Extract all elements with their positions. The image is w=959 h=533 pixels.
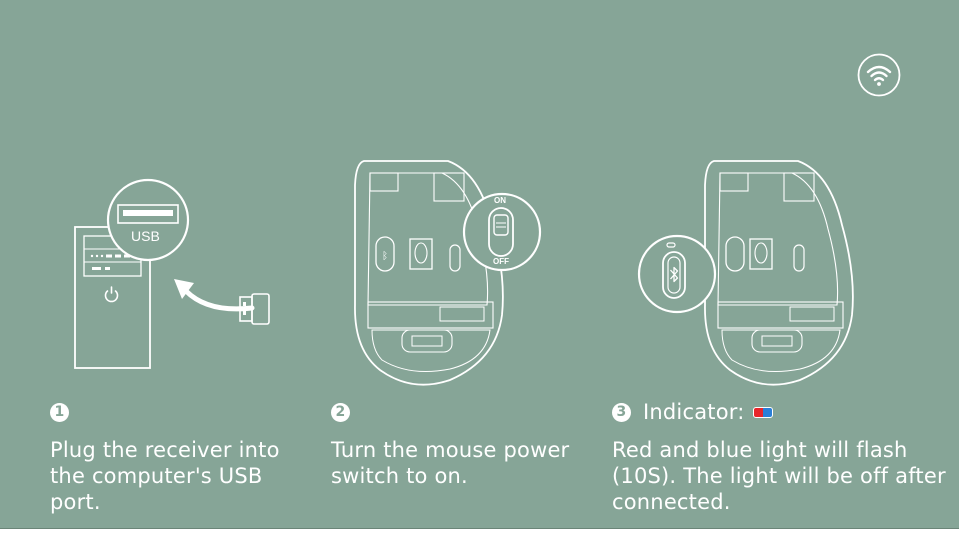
- computer-illustration: USB: [70, 178, 280, 373]
- step-title: Indicator:: [643, 400, 745, 424]
- step-2: 2 Turn the mouse power switch to on.: [331, 399, 601, 489]
- bluetooth-icon: [670, 266, 679, 283]
- step-3: 3 Indicator: Red and blue light will fla…: [612, 399, 952, 515]
- step-text: Plug the receiver into the computer's US…: [50, 438, 280, 514]
- mouse-indicator-illustration: [630, 155, 854, 390]
- step-number: 1: [50, 402, 69, 422]
- step-text: Turn the mouse power switch to on.: [331, 438, 570, 488]
- svg-text:ᛒ: ᛒ: [382, 251, 388, 262]
- step-1: 1 Plug the receiver into the computer's …: [50, 399, 320, 515]
- curved-arrow-icon: [174, 279, 255, 312]
- mouse-switch-illustration: ᛒ ON OFF: [340, 155, 550, 390]
- usb-label: USB: [131, 228, 160, 244]
- step-number: 2: [331, 402, 350, 422]
- switch-off-label: OFF: [493, 257, 509, 266]
- switch-on-label: ON: [494, 196, 506, 205]
- step-number: 3: [612, 402, 631, 422]
- power-icon: [104, 286, 119, 303]
- step-text: Red and blue light will flash (10S). The…: [612, 438, 946, 514]
- wifi-icon: [857, 53, 901, 97]
- indicator-led-icon: [752, 406, 773, 418]
